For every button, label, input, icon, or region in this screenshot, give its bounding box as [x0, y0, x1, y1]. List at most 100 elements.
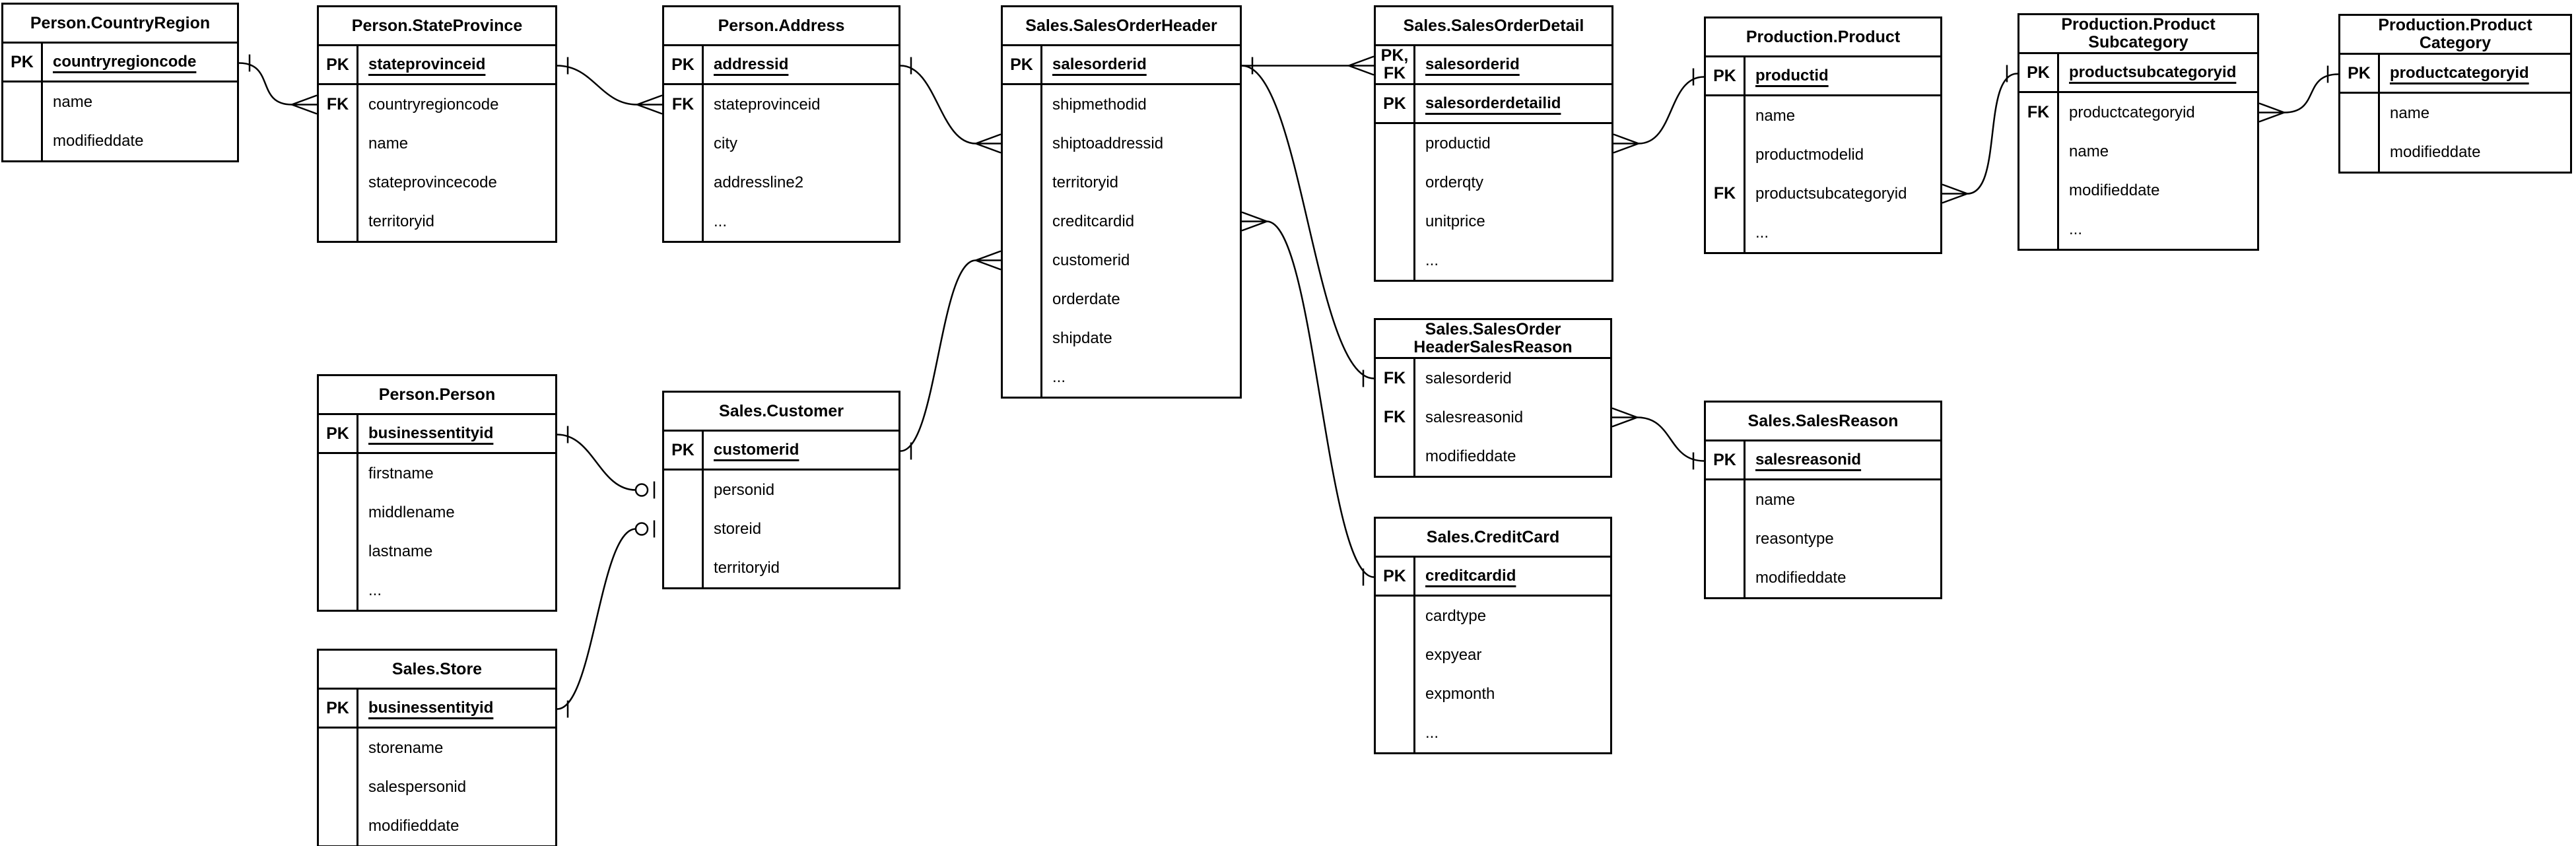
relationship-line [557, 528, 636, 710]
field-cell: countryregioncode [43, 44, 237, 81]
relationship-line [1638, 76, 1705, 145]
field-name: ... [1425, 251, 1439, 269]
key-badge: PK [2340, 55, 2380, 92]
field-name: ... [1052, 368, 1066, 386]
field-name: name [53, 92, 93, 111]
key-badge-empty [1003, 85, 1042, 124]
field-cell: creditcardid [1415, 558, 1610, 595]
key-badge: PK, FK [1376, 46, 1415, 83]
key-badge-empty [664, 548, 704, 587]
field-name: modifieddate [368, 816, 459, 835]
table-title-line: Person.CountryRegion [30, 13, 211, 32]
field-cell: territoryid [704, 548, 898, 587]
field-cell: productsubcategoryid [1746, 174, 1940, 213]
field-cell: name [1746, 96, 1940, 135]
field-name: stateprovinceid [714, 95, 821, 114]
field-cell: shiptoaddressid [1042, 124, 1240, 163]
key-badge: PK [1376, 85, 1415, 122]
field-cell: productid [1415, 124, 1611, 163]
field-name: expmonth [1425, 684, 1495, 703]
connector-countryregion-stateprovince [238, 54, 318, 115]
key-badge: PK [1706, 57, 1746, 94]
field-cell: modifieddate [43, 121, 237, 160]
key-badge-empty [1003, 319, 1042, 358]
connector-salesorderheader-creditcard [1241, 211, 1374, 586]
connector-stateprovince-address [557, 57, 663, 115]
field-name: productcategoryid [2069, 103, 2195, 121]
key-badge-empty [1706, 96, 1746, 135]
key-badge-empty [319, 124, 358, 163]
field-name: ... [1425, 723, 1439, 742]
attribute-row-reasontype: reasontype [1706, 519, 1940, 558]
field-name: ... [368, 581, 382, 599]
attribute-row-modifieddate: modifieddate [319, 806, 555, 845]
attribute-row-: ... [1376, 713, 1610, 752]
table-title-line: Sales.CreditCard [1426, 527, 1560, 546]
key-badge-empty [1003, 124, 1042, 163]
key-badge-empty [3, 121, 43, 160]
attribute-row-name: name [3, 82, 237, 121]
field-cell: storename [358, 729, 555, 767]
key-badge-empty [319, 729, 358, 767]
table-title: Sales.Store [319, 651, 555, 690]
key-badge-empty [1376, 635, 1415, 674]
pk-row-countryregioncode: PK countryregioncode [3, 44, 237, 82]
key-badge-empty [319, 454, 358, 493]
key-badge-empty [1706, 213, 1746, 252]
attribute-row-shipdate: shipdate [1003, 319, 1240, 358]
key-badge: PK [319, 690, 358, 727]
field-name: middlename [368, 503, 455, 521]
cardinality-crow-foot [2258, 102, 2285, 123]
key-badge-empty [1706, 519, 1746, 558]
field-cell: cardtype [1415, 597, 1610, 635]
relationship-line [238, 62, 292, 106]
key-badge-empty [1376, 202, 1415, 241]
key-badge: PK [319, 415, 358, 452]
key-badge: PK [1003, 46, 1042, 83]
attribute-row-city: city [664, 124, 898, 163]
pk-field-name: countryregioncode [53, 53, 197, 71]
key-badge-empty [2019, 132, 2059, 171]
attribute-row-modifieddate: modifieddate [3, 121, 237, 160]
relationship-line [557, 434, 636, 491]
field-name: cardtype [1425, 606, 1487, 625]
attribute-row-middlename: middlename [319, 493, 555, 532]
table-title-line: Production.Product [2061, 15, 2216, 34]
table-title-line: Sales.SalesOrderDetail [1403, 16, 1584, 35]
field-cell: addressid [704, 46, 898, 83]
field-cell: reasontype [1746, 519, 1940, 558]
pk-field-name: addressid [714, 55, 789, 73]
key-badge-empty [1376, 163, 1415, 202]
cardinality-crow-foot [975, 133, 1001, 154]
key-badge-empty [319, 532, 358, 571]
table-title: Sales.SalesReason [1706, 403, 1940, 441]
field-cell: orderqty [1415, 163, 1611, 202]
field-cell: lastname [358, 532, 555, 571]
attribute-row-lastname: lastname [319, 532, 555, 571]
field-name: modifieddate [1755, 568, 1847, 587]
cardinality-crow-foot [1611, 407, 1638, 428]
table-title: Person.Address [664, 7, 898, 46]
key-badge: PK [3, 44, 43, 81]
field-name: ... [714, 212, 728, 230]
field-name: salespersonid [368, 777, 467, 796]
relationship-line [557, 65, 638, 106]
field-name: modifieddate [2069, 181, 2160, 199]
attribute-row-storeid: storeid [664, 509, 898, 548]
